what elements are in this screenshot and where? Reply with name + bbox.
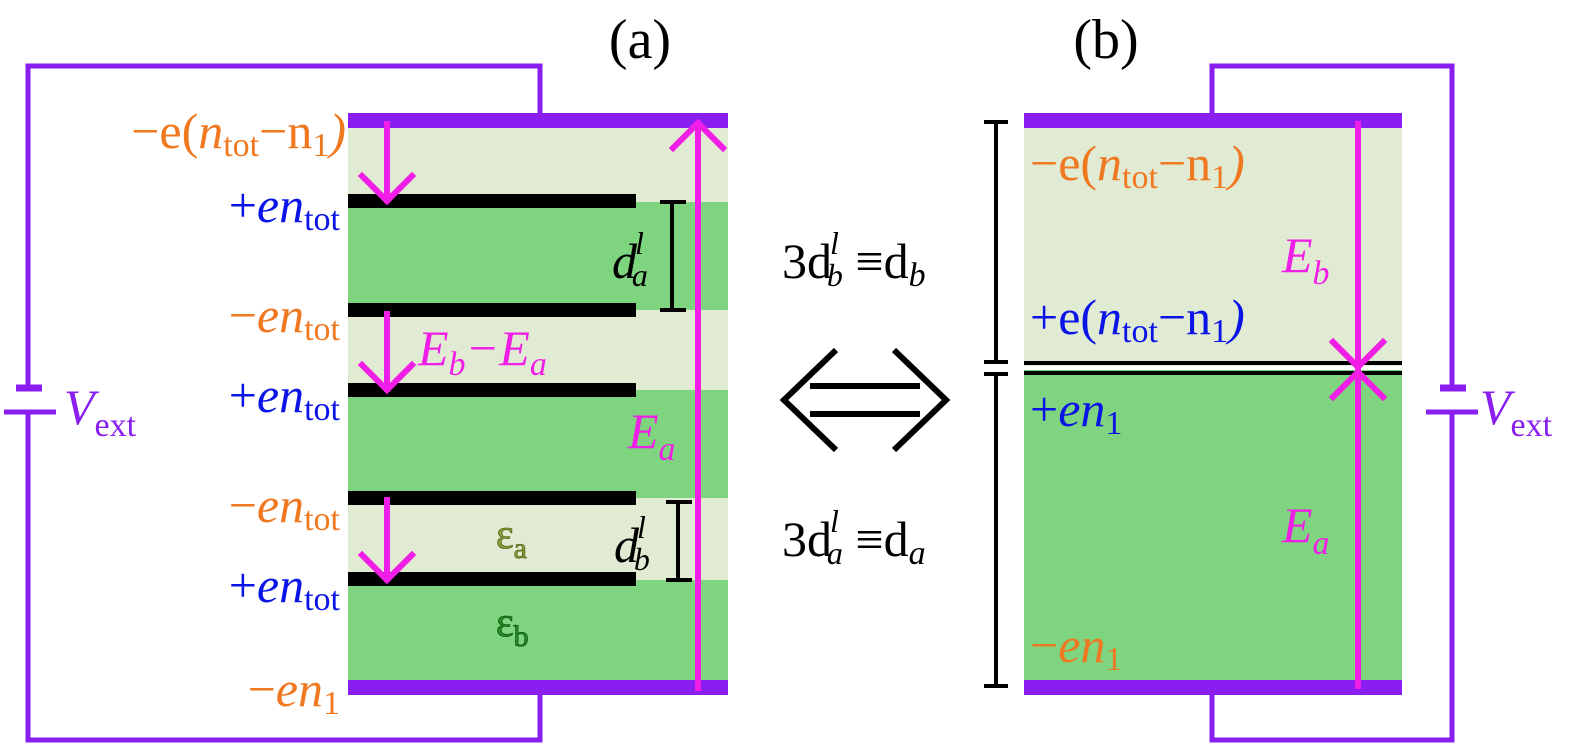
sheet-charge: [348, 383, 636, 397]
epsilon-b-label: εb: [496, 600, 529, 653]
charge-label-top-a: −e(ntot−n1): [131, 103, 346, 164]
bottom-electrode-b: [1024, 680, 1402, 695]
charge-label: −en1: [248, 661, 340, 722]
panel-a-label: (a): [609, 9, 671, 71]
layer-green: [348, 390, 728, 498]
layer-light: [348, 118, 728, 202]
charge-label-top-b: −e(ntot−n1): [1030, 135, 1245, 196]
circuit-wire-a: [4, 63, 543, 743]
layer-green-b: [1024, 370, 1402, 686]
charge-label: +entot: [229, 557, 341, 618]
bottom-electrode-a: [348, 680, 728, 695]
field-ea-label-a: Ea: [627, 403, 676, 468]
circuit-wire-b: [1209, 63, 1478, 743]
layer-light-b: [1024, 118, 1402, 366]
equivalence-arrow: [779, 347, 951, 453]
charge-label: −entot: [229, 477, 341, 538]
charge-label-en1-minus: −en1: [1030, 617, 1122, 678]
charge-label-en1-plus: +en1: [1030, 381, 1122, 442]
sheet-charge: [348, 194, 636, 208]
vext-label-b: Vext: [1480, 379, 1553, 444]
bracket-a: [984, 372, 1008, 688]
panel-b-label: (b): [1073, 9, 1138, 71]
field-arrows-a: [357, 118, 728, 691]
epsilon-a-label: εa: [496, 512, 527, 565]
layer-green: [348, 580, 728, 686]
sheet-charge: [348, 491, 636, 505]
field-difference-label: Eb−Ea: [417, 320, 547, 383]
bracket-b: [984, 120, 1008, 364]
top-electrode-b: [1024, 113, 1402, 128]
top-electrode-a: [348, 113, 728, 128]
charge-label: −entot: [229, 287, 341, 348]
bracket-db: [666, 500, 692, 582]
bracket-da: [660, 200, 686, 312]
charge-label-mid-b: +e(ntot−n1): [1030, 289, 1245, 350]
field-ea-label-b: Ea: [1281, 497, 1330, 562]
charge-label: +entot: [229, 367, 341, 428]
layer-light: [348, 310, 728, 390]
vext-label-a: Vext: [64, 379, 137, 444]
layers-a: [348, 113, 728, 695]
layer-light: [348, 498, 728, 580]
layer-green: [348, 202, 728, 310]
sheet-charge: [348, 303, 636, 317]
layers-b: [1024, 113, 1402, 695]
field-eb-label-b: Eb: [1281, 227, 1330, 292]
sheet-charge: [348, 572, 636, 586]
field-arrows-b: [1328, 121, 1388, 689]
charge-label: +entot: [229, 177, 341, 238]
